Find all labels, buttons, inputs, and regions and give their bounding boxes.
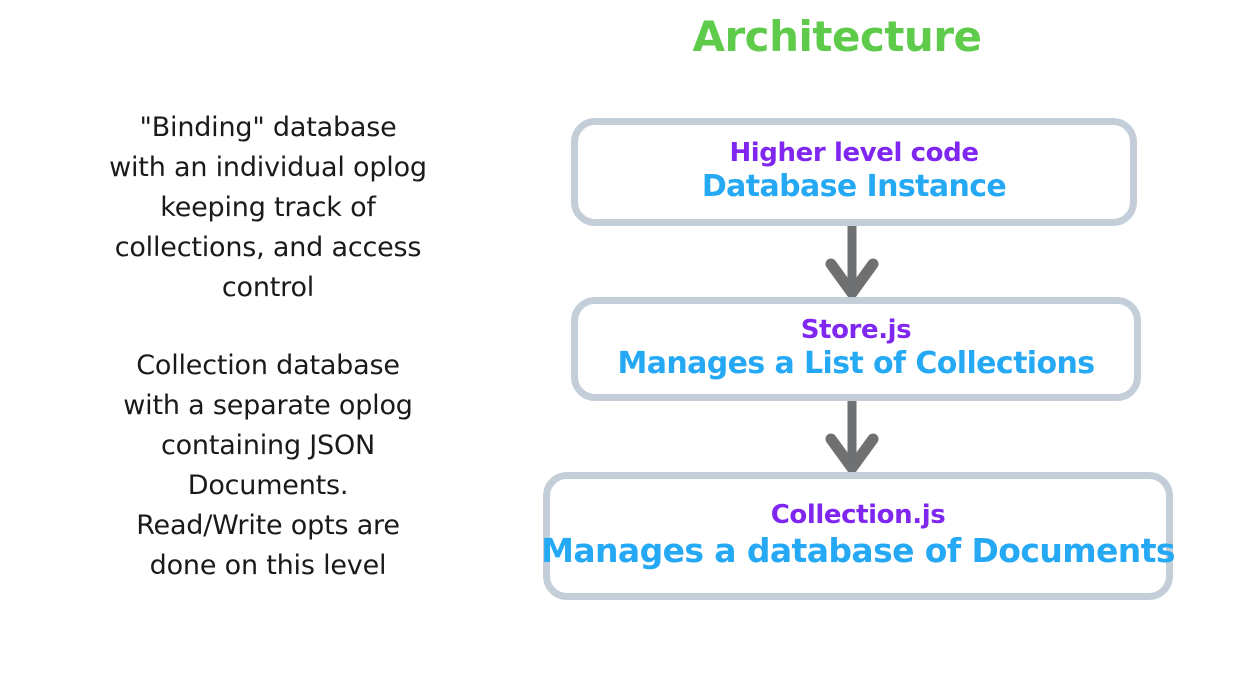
note-line: Read/Write opts are	[136, 510, 400, 541]
note-line: Collection database	[136, 350, 400, 381]
flow-box-store-js[interactable]: Store.js Manages a List of Collections	[571, 297, 1141, 401]
flow-box-secondary-label: Database Instance	[701, 168, 1007, 204]
note-line: containing JSON	[160, 430, 376, 461]
note-line: Documents.	[187, 470, 349, 501]
note-line: control	[221, 272, 315, 303]
flow-box-secondary-label: Manages a List of Collections	[617, 345, 1095, 381]
note-line: with a separate oplog	[123, 390, 413, 421]
arrow-down-icon	[822, 224, 882, 300]
flow-box-primary-label: Store.js	[800, 315, 912, 346]
note-line: keeping track of	[160, 192, 376, 223]
flow-box-primary-label: Higher level code	[729, 138, 979, 169]
note-line: with an individual oplog	[109, 152, 427, 183]
note-line: collections, and access	[114, 232, 422, 263]
note-collection-database: Collection database with a separate oplo…	[48, 346, 488, 586]
page-title: Architecture	[692, 12, 982, 61]
note-line: done on this level	[149, 550, 387, 581]
arrow-down-icon	[822, 399, 882, 475]
flow-box-primary-label: Collection.js	[770, 500, 946, 531]
flow-box-database-instance[interactable]: Higher level code Database Instance	[571, 118, 1137, 226]
flow-box-collection-js[interactable]: Collection.js Manages a database of Docu…	[541, 472, 1176, 600]
note-binding-database: "Binding" database with an individual op…	[48, 108, 488, 308]
note-line: "Binding" database	[139, 112, 397, 143]
flow-box-secondary-label: Manages a database of Documents	[541, 531, 1175, 571]
notes-column: "Binding" database with an individual op…	[48, 108, 488, 586]
